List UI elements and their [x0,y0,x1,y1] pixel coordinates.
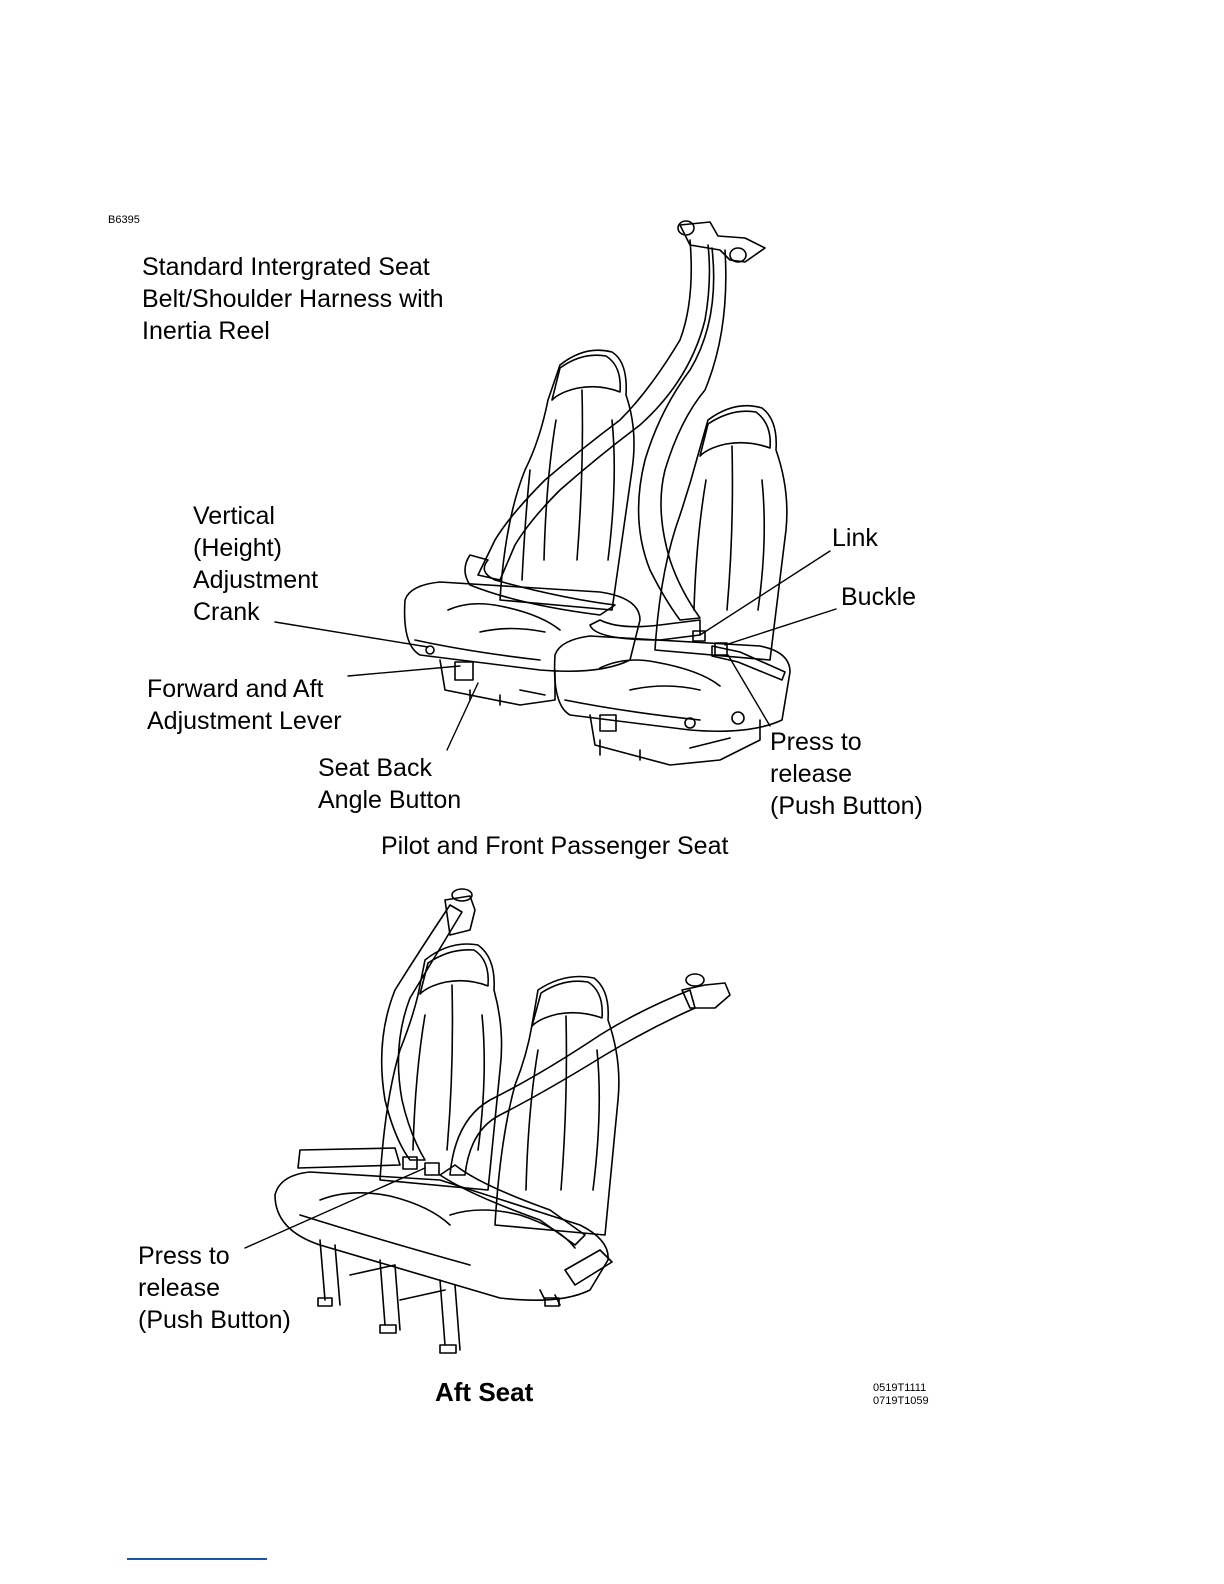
figure-id: B6395 [108,214,140,227]
fwd-aft-lever-label: Forward and Aft Adjustment Lever [147,673,342,737]
left-headrest [552,355,620,400]
aft-bench-cushion [275,1172,608,1300]
press-release-aft-label: Press to release (Push Button) [138,1240,291,1336]
aft-seat-caption: Aft Seat [435,1376,533,1408]
seat-back-angle-label: Seat Back Angle Button [318,752,461,816]
harness-label: Standard Intergrated Seat Belt/Shoulder … [142,251,444,347]
aft-lap-belt-right [440,1165,585,1245]
aft-lap-belt-left [298,1148,400,1168]
front-seats-illustration [405,221,790,765]
ref-number-2: 0719T1059 [873,1395,929,1408]
aft-seat-illustration [275,889,730,1353]
front-leader-lines [275,551,836,750]
aft-inertia-reel-right [682,983,730,1008]
vertical-adjustment-label: Vertical (Height) Adjustment Crank [193,500,318,628]
buckle-label: Buckle [841,581,916,613]
footer-rule [127,1558,267,1560]
front-harness-strap-right [639,248,726,620]
aft-leader-lines [245,1168,425,1248]
front-seat-caption: Pilot and Front Passenger Seat [381,830,728,862]
aft-harness-right [450,990,695,1175]
aft-buckle-right [425,1163,439,1175]
inertia-reel-front [680,222,765,262]
link-label: Link [832,522,878,554]
ref-number-1: 0519T1111 [873,1382,926,1395]
press-release-front-label: Press to release (Push Button) [770,726,923,822]
